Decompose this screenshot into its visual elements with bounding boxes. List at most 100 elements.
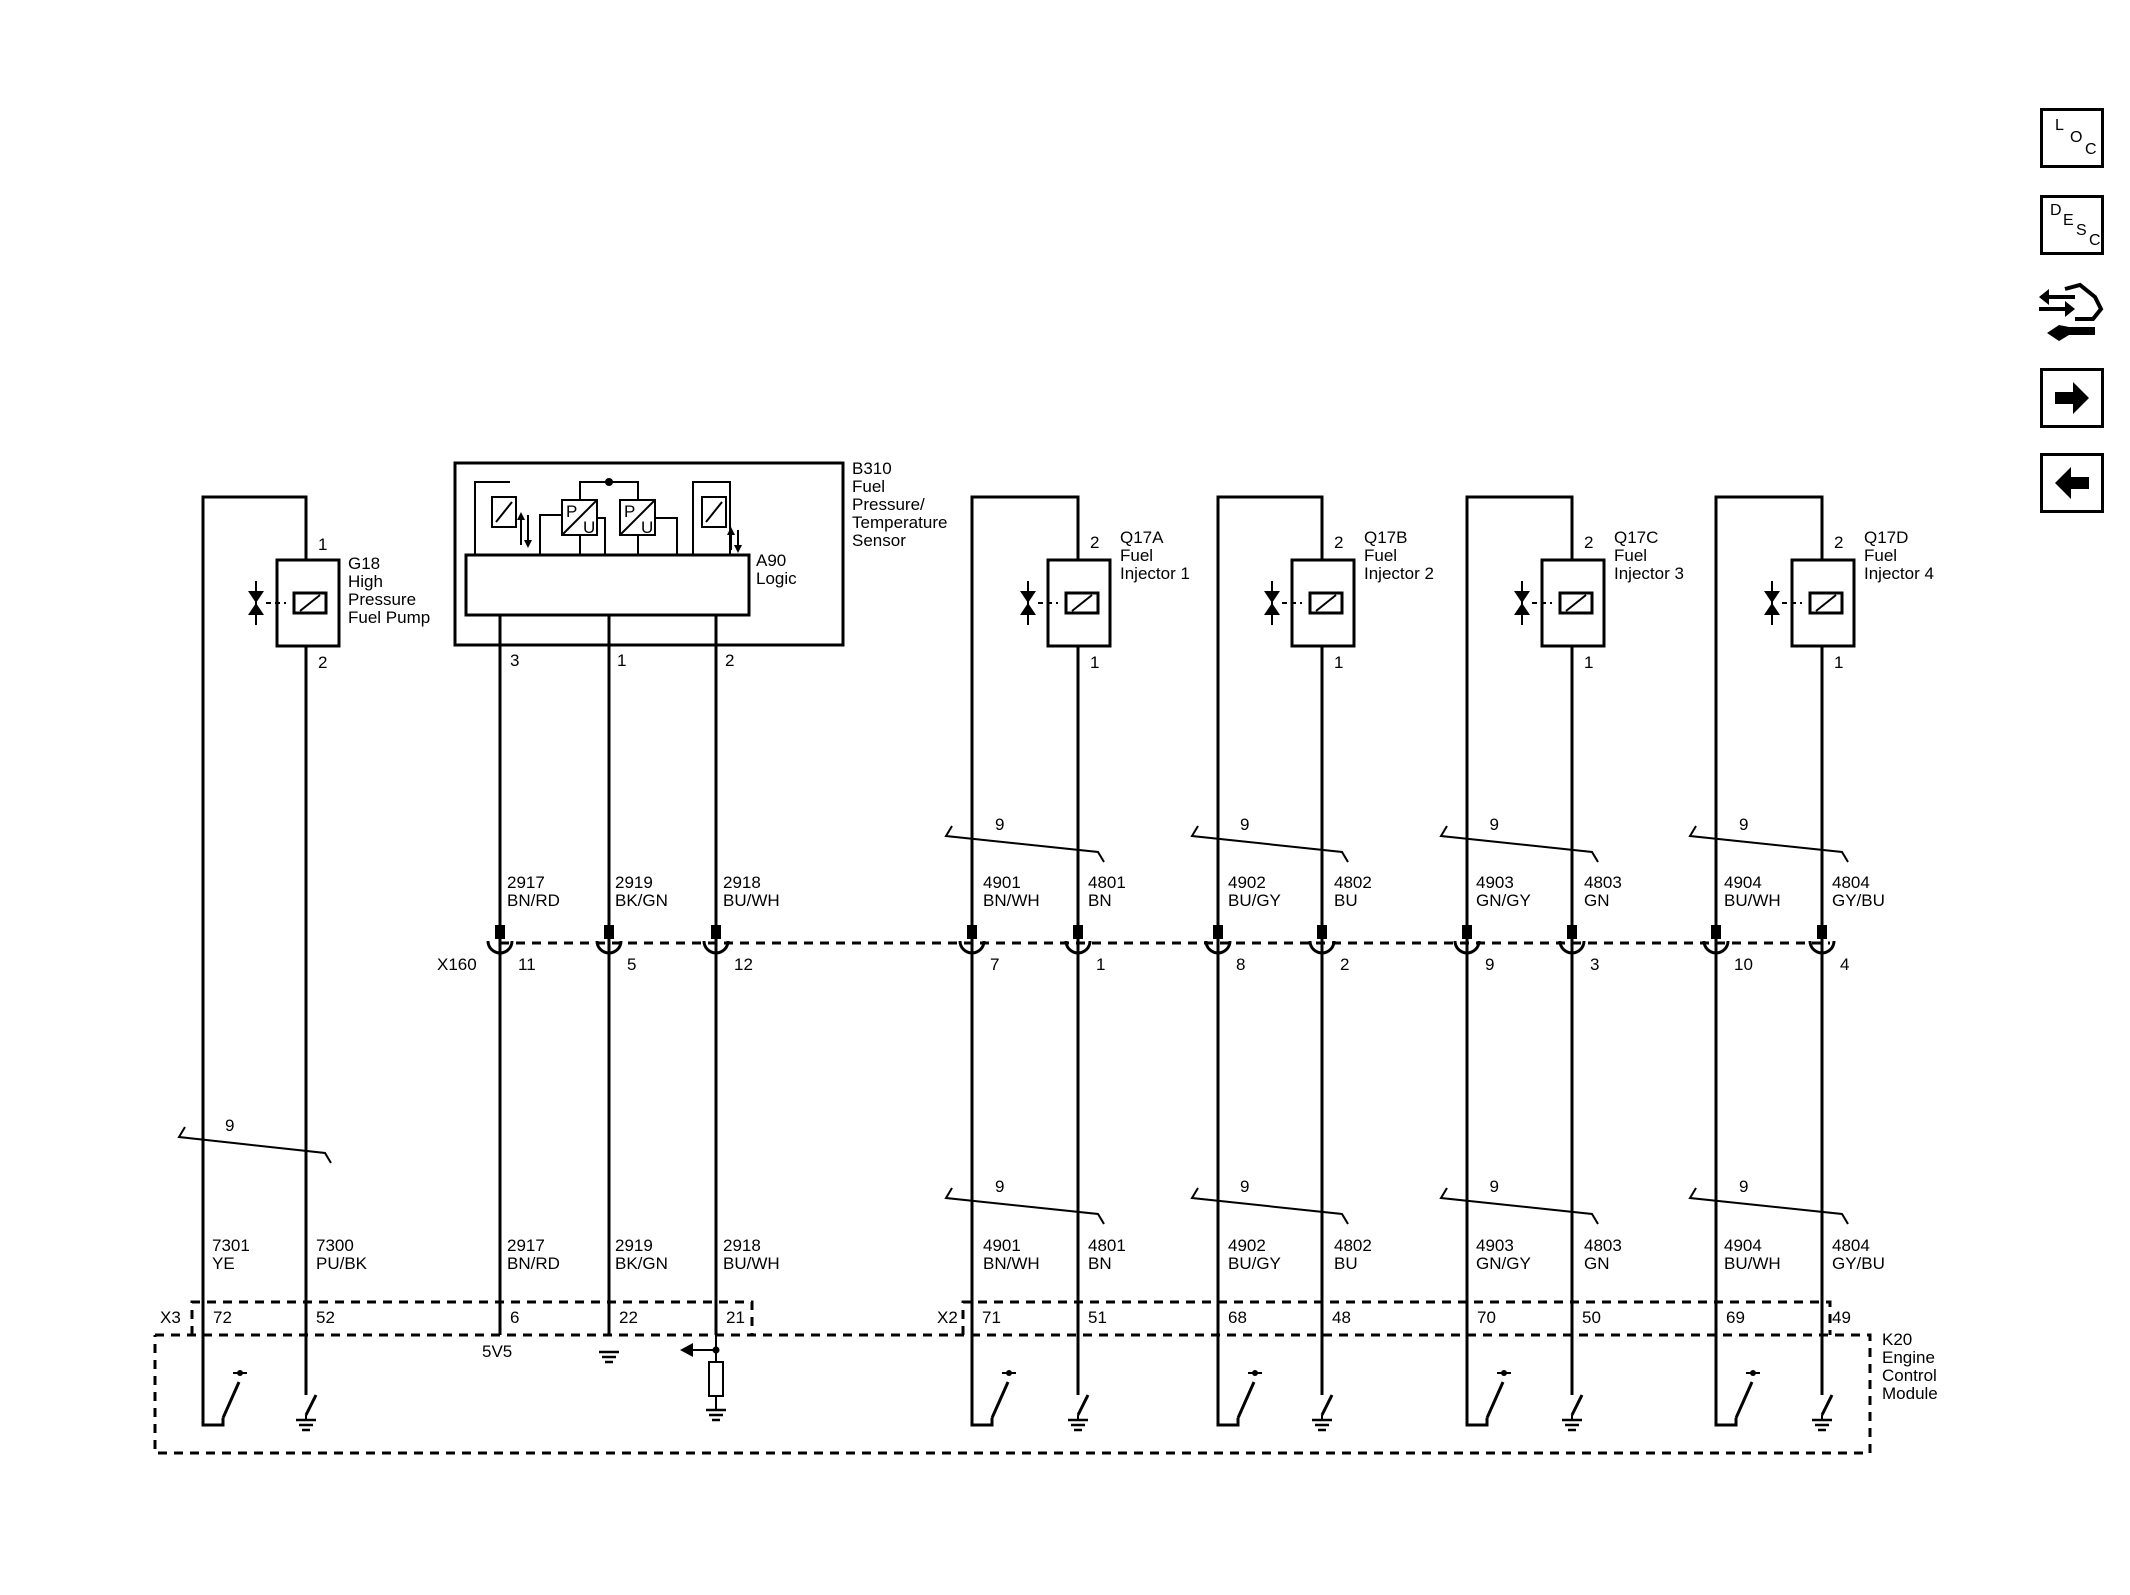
circuit-number: 7300 — [316, 1236, 354, 1255]
twist-line — [1439, 825, 1599, 863]
injector-pin-2: 2 — [1834, 533, 1843, 552]
g18-label-3: Pressure — [348, 590, 416, 609]
g18-label-2: High — [348, 572, 383, 591]
twisted-pair-mark: 9 — [1439, 815, 1599, 863]
x160-pin-number: 5 — [627, 955, 636, 974]
driver-wire — [1714, 1418, 1738, 1427]
twisted-pair-mark: 9 — [1190, 1177, 1349, 1225]
switch-blade — [221, 1381, 241, 1419]
twist-label: 9 — [1240, 815, 1249, 834]
twist-line — [1688, 825, 1849, 863]
connector-tool-icon[interactable] — [2035, 275, 2107, 349]
g18-fuel-pump: 1 2 G18 High Pressure Fuel Pump — [201, 495, 430, 1420]
circuit-number: 4904 — [1724, 1236, 1762, 1255]
injector-wire — [1216, 495, 1324, 1420]
x3-pin-number: 22 — [619, 1308, 638, 1327]
x160-pin-number: 1 — [1096, 955, 1105, 974]
twist-line — [1190, 825, 1349, 863]
circuit-color: GY/BU — [1832, 1254, 1885, 1273]
twist-label: 9 — [995, 815, 1004, 834]
prev-button[interactable] — [2040, 453, 2104, 513]
x3-pin-number: 21 — [726, 1308, 745, 1327]
twist-line — [1439, 1187, 1599, 1225]
driver-wire — [1216, 1418, 1240, 1427]
b310-pin-3: 3 — [510, 651, 519, 670]
circuit-color: GY/BU — [1832, 891, 1885, 910]
twisted-pair-mark: 9 — [1439, 1177, 1599, 1225]
injector-label: Fuel — [1864, 546, 1897, 565]
desc-button[interactable]: D E S C — [2040, 195, 2104, 255]
x160-pin-number: 9 — [1485, 955, 1494, 974]
circuit-color: BN/RD — [507, 1254, 560, 1273]
circuit-number: 7301 — [212, 1236, 250, 1255]
x3-pin-number: 52 — [316, 1308, 335, 1327]
b310-box — [453, 461, 845, 647]
circuit-number: 4803 — [1584, 1236, 1622, 1255]
injector-label: Q17A — [1120, 528, 1164, 547]
circuit-color: GN/GY — [1476, 1254, 1531, 1273]
5v5-label: 5V5 — [482, 1342, 512, 1361]
injector-pin-1: 1 — [1834, 653, 1843, 672]
x160-pin-number: 4 — [1840, 955, 1849, 974]
next-button[interactable] — [2040, 368, 2104, 428]
ground-icon — [1066, 1418, 1090, 1432]
circuit-number: 4802 — [1334, 873, 1372, 892]
desc-d: D — [2050, 202, 2062, 219]
twist-line — [944, 825, 1105, 863]
x160-pin-number: 8 — [1236, 955, 1245, 974]
switch-blade — [1820, 1394, 1834, 1416]
circuit-number: 4904 — [1724, 873, 1762, 892]
injector-label: Fuel — [1364, 546, 1397, 565]
driver-wire — [201, 1418, 225, 1427]
circuit-number: 4801 — [1088, 873, 1126, 892]
circuit-color: PU/BK — [316, 1254, 368, 1273]
low-side-driver — [294, 1394, 318, 1432]
injector-solenoid-icon — [1064, 591, 1100, 615]
loc-button[interactable]: L O C — [2040, 108, 2104, 168]
twisted-pair-mark: 9 — [944, 1177, 1105, 1225]
circuit-color: BU/WH — [1724, 1254, 1781, 1273]
twist-label: 9 — [1490, 1177, 1499, 1196]
injector-valve-icon — [1263, 580, 1303, 626]
circuit-number: 4901 — [983, 873, 1021, 892]
circuit-color: GN — [1584, 891, 1610, 910]
b310-label-2: Fuel — [852, 477, 885, 496]
circuit-number: 2919 — [615, 1236, 653, 1255]
x160-pin-number: 11 — [518, 955, 536, 974]
high-side-driver — [1714, 1370, 1760, 1427]
ground-icon — [597, 1350, 621, 1364]
loc-l: L — [2055, 117, 2064, 134]
injector-label: Injector 2 — [1364, 564, 1434, 583]
pu-u-2: U — [641, 518, 653, 537]
pullup-arrow-icon — [680, 1343, 693, 1357]
x160-pin-number: 12 — [734, 955, 753, 974]
ground-icon — [1560, 1418, 1584, 1432]
injector-solenoid-icon — [1558, 591, 1594, 615]
x2-pin-number: 68 — [1228, 1308, 1247, 1327]
circuit-number: 2918 — [723, 1236, 761, 1255]
driver-wire — [970, 1418, 994, 1427]
x2-pin-number: 49 — [1832, 1308, 1851, 1327]
switch-blade — [990, 1381, 1010, 1419]
x160-pin-number: 7 — [990, 955, 999, 974]
pu-p-1: P — [566, 502, 577, 521]
injector-valve-icon — [1763, 580, 1803, 626]
twisted-pair-mark: 9 — [1190, 815, 1349, 863]
twist-label: 9 — [1739, 815, 1748, 834]
switch-dot — [237, 1370, 243, 1376]
circuit-number: 4902 — [1228, 873, 1266, 892]
circuit-number: 2917 — [507, 1236, 545, 1255]
injector-pin-2: 2 — [1090, 533, 1099, 552]
injector-solenoid-icon — [1308, 591, 1344, 615]
k20-label-2: Engine — [1882, 1348, 1935, 1367]
g18-pin-1: 1 — [318, 535, 327, 554]
switch-blade — [1485, 1381, 1505, 1419]
injector-pin-2: 2 — [1334, 533, 1343, 552]
circuit-color: BN/WH — [983, 1254, 1040, 1273]
twist-line — [177, 1126, 332, 1164]
ground-icon — [1310, 1418, 1334, 1432]
injector-wire — [1465, 495, 1574, 1420]
injector-label: Injector 3 — [1614, 564, 1684, 583]
